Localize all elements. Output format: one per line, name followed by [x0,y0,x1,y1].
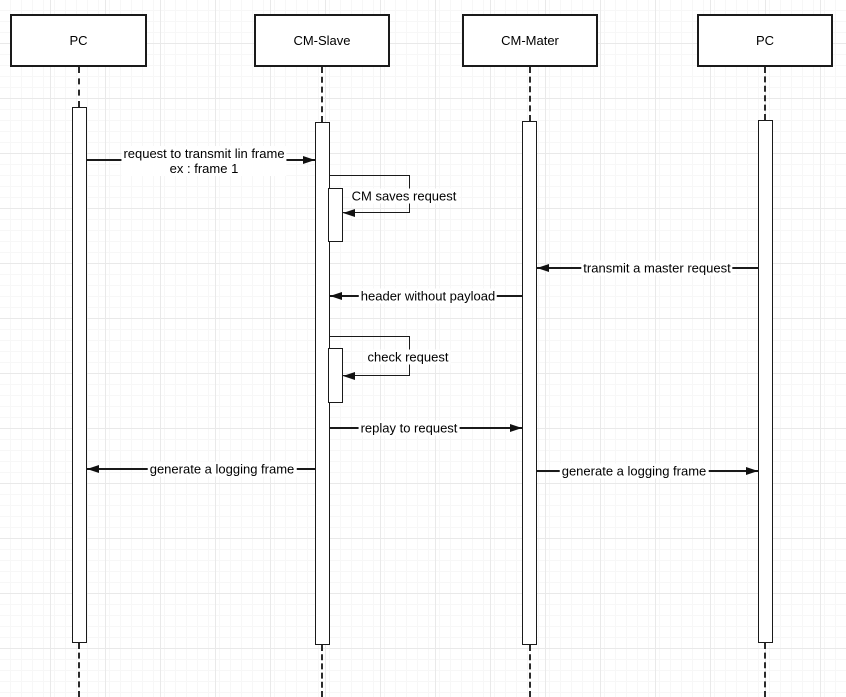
message-text: replay to request [360,420,458,436]
nested-activation-bar-2[interactable] [328,348,343,403]
message-text: generate a logging frame [561,463,707,479]
arrowhead-left-icon [343,208,355,217]
lifeline-cm-mater-bottom [529,645,531,697]
message-label-logging-frame-right[interactable]: generate a logging frame [559,463,709,479]
activation-bar-pc-right[interactable] [758,120,773,643]
actor-label: PC [755,33,775,48]
actor-label: PC [69,33,88,48]
message-label-replay-request[interactable]: replay to request [358,420,460,436]
message-text: check request [367,349,449,365]
lifeline-header-cm-slave[interactable]: CM-Slave [254,14,390,67]
message-label-request-transmit[interactable]: request to transmit lin frame ex : frame… [121,146,287,176]
lifeline-cm-mater-top [529,67,531,121]
actor-label: CM-Slave [293,33,351,48]
arrowhead-left-icon [343,371,355,380]
lifeline-header-pc-left[interactable]: PC [10,14,147,67]
arrowhead-right-icon [510,423,522,432]
lifeline-header-pc-right[interactable]: PC [697,14,833,67]
arrowhead-left-icon [330,291,342,300]
lifeline-cm-slave-top [321,67,323,122]
arrowhead-right-icon [303,155,315,164]
lifeline-cm-slave-bottom [321,645,323,697]
lifeline-pc-right-bottom [764,643,766,697]
message-text: generate a logging frame [149,461,295,477]
message-text: transmit a master request [583,260,731,276]
message-label-check-request[interactable]: check request [365,349,451,365]
lifeline-header-cm-mater[interactable]: CM-Mater [462,14,598,67]
lifeline-pc-left-top [78,67,80,107]
message-label-cm-saves[interactable]: CM saves request [349,188,459,204]
message-text-line2: ex : frame 1 [169,161,239,176]
message-text: CM saves request [351,188,457,204]
arrowhead-right-icon [746,466,758,475]
arrowhead-left-icon [537,263,549,272]
actor-label: CM-Mater [501,33,559,48]
message-label-logging-frame-left[interactable]: generate a logging frame [147,461,297,477]
lifeline-pc-right-top [764,67,766,120]
arrowhead-left-icon [87,464,99,473]
nested-activation-bar-1[interactable] [328,188,343,242]
activation-bar-pc-left[interactable] [72,107,87,643]
message-label-header-payload[interactable]: header without payload [358,288,498,304]
lifeline-pc-left-bottom [78,643,80,697]
message-text: header without payload [360,288,496,304]
message-label-transmit-master[interactable]: transmit a master request [581,260,733,276]
activation-bar-cm-mater[interactable] [522,121,537,645]
message-text-line1: request to transmit lin frame [123,146,285,161]
